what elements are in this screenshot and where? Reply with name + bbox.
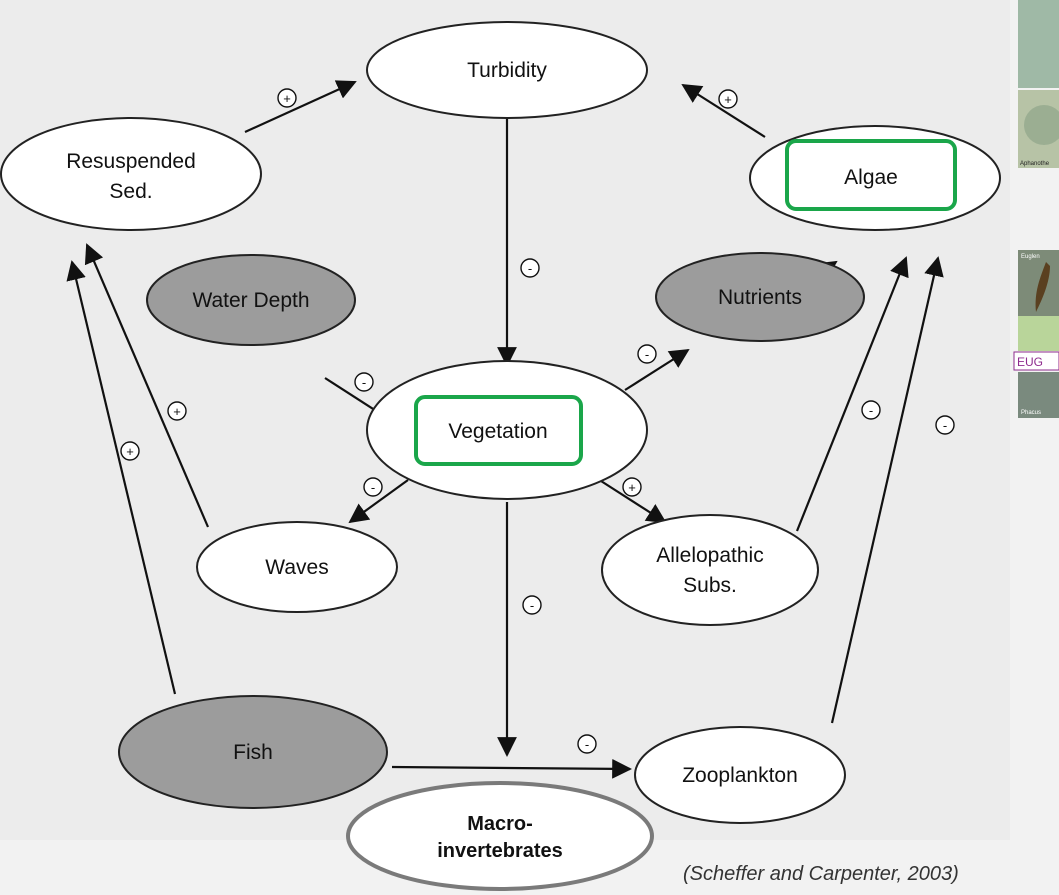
node-nutrients: Nutrients	[655, 252, 865, 342]
edge-algae-to-turbidity	[681, 83, 766, 138]
node-nutrients-label: Nutrients	[718, 286, 802, 309]
node-resuspended-label-1: Resuspended	[66, 150, 196, 173]
node-allelopathic-substances: Allelopathic Subs.	[601, 514, 819, 626]
sign-minus-waterdepth-vegetation: -	[354, 372, 374, 392]
node-algae-label: Algae	[844, 166, 898, 189]
sign-plus-vegetation-allelopathic: +	[622, 477, 642, 497]
svg-text:-: -	[645, 347, 649, 362]
node-zooplankton: Zooplankton	[634, 726, 846, 824]
node-water-depth-label: Water Depth	[192, 289, 309, 312]
euglena-cell-icon	[1035, 262, 1050, 312]
sign-minus-zooplankton-algae: -	[935, 415, 955, 435]
svg-text:+: +	[126, 444, 134, 459]
svg-text:+: +	[724, 92, 732, 107]
edge-signs: + + - - - + - + + + - - - -	[120, 88, 955, 754]
svg-text:+: +	[628, 480, 636, 495]
sign-minus-allelopathic-algae: -	[861, 400, 881, 420]
thumbnail-label-euglena: Euglen	[1021, 254, 1040, 260]
node-vegetation: Vegetation	[366, 360, 648, 500]
thumbnail-colony-icon	[1024, 105, 1059, 145]
node-turbidity-label: Turbidity	[467, 59, 547, 82]
node-allelopathic-label-1: Allelopathic	[656, 544, 763, 567]
sign-plus-waves-resuspended: +	[167, 401, 187, 421]
edge-allelopathic-to-algae	[795, 256, 909, 532]
node-macroinvertebrates: Macro- invertebrates	[346, 781, 654, 891]
sign-minus-fish-zooplankton: -	[577, 734, 597, 754]
algae-highlight-box	[785, 139, 957, 211]
sign-plus-algae-turbidity: +	[718, 89, 738, 109]
edge-zooplankton-to-algae	[830, 256, 944, 724]
node-macro-label-2: invertebrates	[437, 840, 563, 862]
node-waves-label: Waves	[265, 556, 328, 579]
node-algae: Algae	[749, 125, 1001, 231]
node-vegetation-label: Vegetation	[448, 420, 547, 443]
sign-minus-turbidity-vegetation: -	[520, 258, 540, 278]
svg-text:-: -	[362, 375, 366, 390]
node-allelopathic-label-2: Subs.	[683, 574, 737, 597]
svg-text:-: -	[528, 261, 532, 276]
citation: (Scheffer and Carpenter, 2003)	[683, 863, 959, 885]
node-resuspended-sediment: Resuspended Sed.	[0, 117, 262, 231]
thumbnail-green	[1018, 316, 1059, 351]
sign-plus-resuspended-turbidity: +	[277, 88, 297, 108]
edge-vegetation-to-allelopathic	[600, 480, 667, 524]
thumbnail-top	[1018, 0, 1059, 88]
edge-waves-to-resuspended	[84, 243, 210, 528]
node-macro-label-1: Macro-	[467, 813, 533, 835]
edge-fish-to-zooplankton	[391, 758, 632, 779]
node-water-depth: Water Depth	[146, 254, 356, 346]
thumbnail-label-aphanothece: Aphanothe	[1020, 161, 1050, 167]
node-resuspended-label-2: Sed.	[109, 180, 152, 203]
edges	[66, 80, 944, 779]
node-zooplankton-label: Zooplankton	[682, 764, 798, 787]
node-waves: Waves	[196, 521, 398, 613]
svg-text:-: -	[530, 598, 534, 613]
sign-minus-vegetation-nutrients: -	[637, 344, 657, 364]
edge-vegetation-to-waves	[348, 479, 409, 524]
side-image-strip: Aphanothe Euglen EUG Phacus	[1013, 0, 1059, 418]
edge-resuspended-to-turbidity	[244, 80, 357, 134]
sign-minus-vegetation-lower: -	[522, 595, 542, 615]
vegetation-highlight-box	[414, 395, 583, 466]
sign-plus-fish-resuspended: +	[120, 441, 140, 461]
node-turbidity: Turbidity	[366, 21, 648, 119]
sign-minus-vegetation-waves: -	[363, 477, 383, 497]
svg-text:-: -	[585, 737, 589, 752]
svg-text:-: -	[943, 418, 947, 433]
tag-eug-box	[1013, 351, 1059, 371]
svg-text:-: -	[371, 480, 375, 495]
thumbnail-phacus	[1018, 372, 1059, 418]
node-fish: Fish	[118, 695, 388, 809]
node-fish-label: Fish	[233, 741, 273, 764]
tag-eug-label: EUG	[1017, 355, 1043, 369]
thumbnail-label-phacus: Phacus	[1021, 410, 1041, 416]
edge-fish-to-resuspended	[66, 260, 177, 695]
svg-text:+: +	[283, 91, 291, 106]
svg-text:+: +	[173, 404, 181, 419]
edge-vegetation-to-nutrients	[624, 348, 690, 391]
svg-text:-: -	[869, 403, 873, 418]
